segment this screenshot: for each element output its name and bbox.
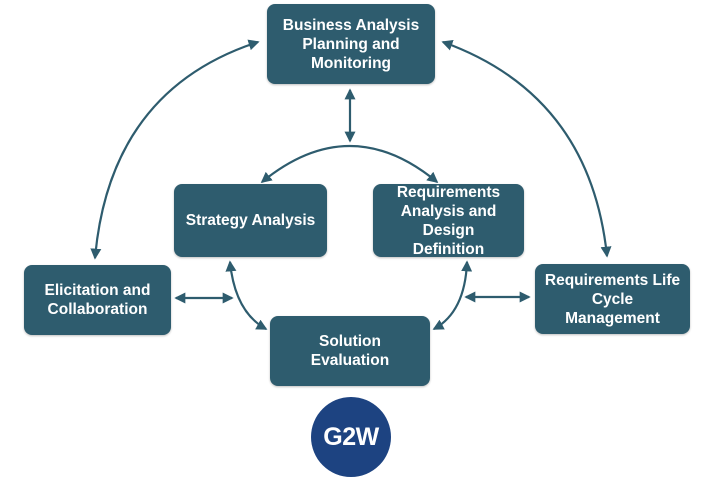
connector-strategy-solution [225,260,268,330]
node-requirements-life-cycle-management: Requirements Life Cycle Management [535,264,690,334]
connector-radd-solution [432,260,473,330]
connector-planning-elicitation [90,39,260,260]
node-requirements-analysis-design-definition: Requirements Analysis and Design Definit… [373,184,524,258]
node-solution-evaluation: Solution Evaluation [270,316,430,386]
node-business-analysis-planning-monitoring: Business Analysis Planning and Monitorin… [267,4,435,84]
logo-text: G2W [323,422,379,451]
node-strategy-analysis: Strategy Analysis [174,184,327,257]
node-elicitation-collaboration: Elicitation and Collaboration [24,265,171,335]
connector-strategy-radd [260,145,439,184]
g2w-logo: G2W [311,397,391,477]
connector-planning-rlcm [441,40,612,258]
